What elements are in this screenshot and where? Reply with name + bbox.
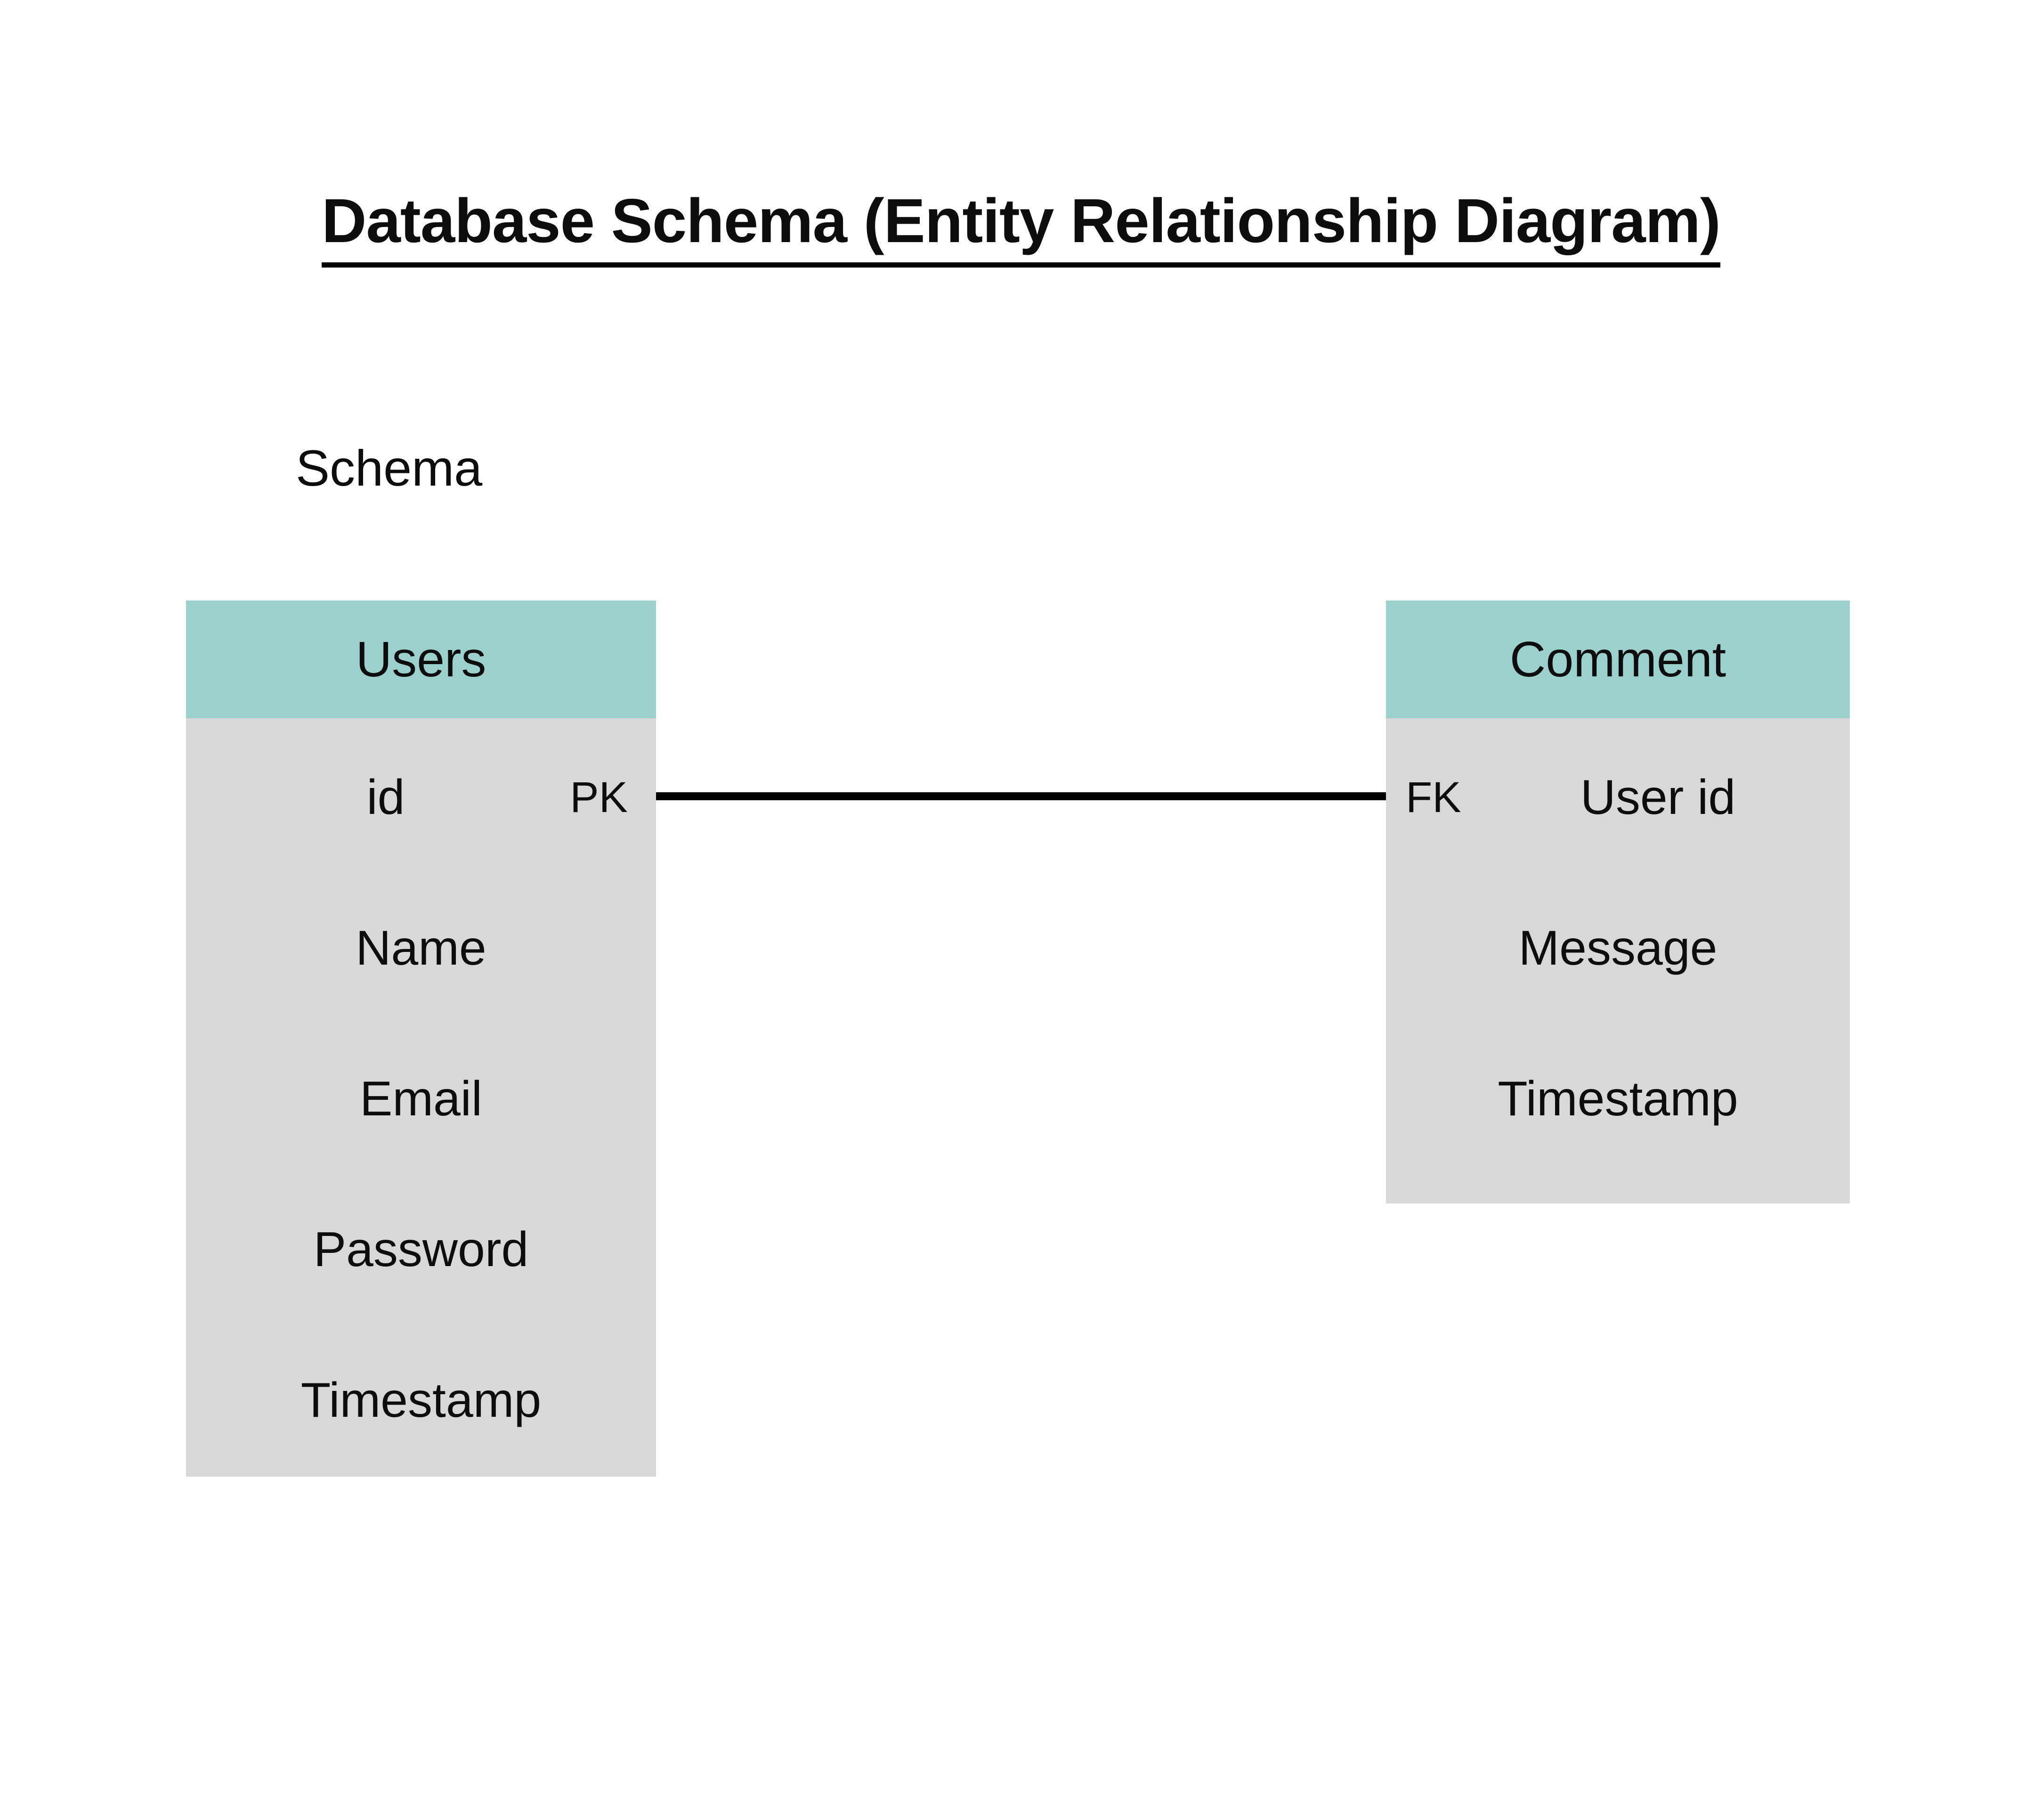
foreign-key-badge: FK xyxy=(1406,773,1461,821)
entity-header-users: Users xyxy=(186,601,656,718)
table-row[interactable]: id PK xyxy=(186,722,656,873)
entity-body-comment: FK User id Message Timestamp xyxy=(1386,718,1850,1203)
table-row[interactable]: Name xyxy=(186,873,656,1024)
field-label: Email xyxy=(359,1072,483,1126)
page-title-text: Database Schema (Entity Relationship Dia… xyxy=(322,188,1721,268)
schema-section-label: Schema xyxy=(296,439,483,496)
field-label: Timestamp xyxy=(300,1373,542,1428)
field-label: Name xyxy=(356,921,486,975)
relationship-connector-line xyxy=(656,792,1387,800)
table-row[interactable]: Password xyxy=(186,1174,656,1325)
page-title: Database Schema (Entity Relationship Dia… xyxy=(0,188,2042,268)
table-row[interactable]: Message xyxy=(1386,873,1850,1024)
field-label: User id xyxy=(1580,770,1736,825)
field-label: id xyxy=(366,770,405,825)
entity-table-users[interactable]: Users id PK Name Email Password Timestam… xyxy=(186,601,656,1477)
field-label: Message xyxy=(1518,921,1718,975)
entity-header-comment: Comment xyxy=(1386,601,1850,718)
table-row[interactable]: FK User id xyxy=(1386,722,1850,873)
table-row[interactable]: Email xyxy=(186,1024,656,1174)
entity-body-users: id PK Name Email Password Timestamp xyxy=(186,718,656,1477)
field-label: Timestamp xyxy=(1498,1072,1738,1126)
table-row[interactable]: Timestamp xyxy=(186,1325,656,1476)
field-label: Password xyxy=(313,1222,529,1277)
table-row[interactable]: Timestamp xyxy=(1386,1024,1850,1174)
primary-key-badge: PK xyxy=(570,773,628,821)
entity-table-comment[interactable]: Comment FK User id Message Timestamp xyxy=(1386,601,1850,1203)
